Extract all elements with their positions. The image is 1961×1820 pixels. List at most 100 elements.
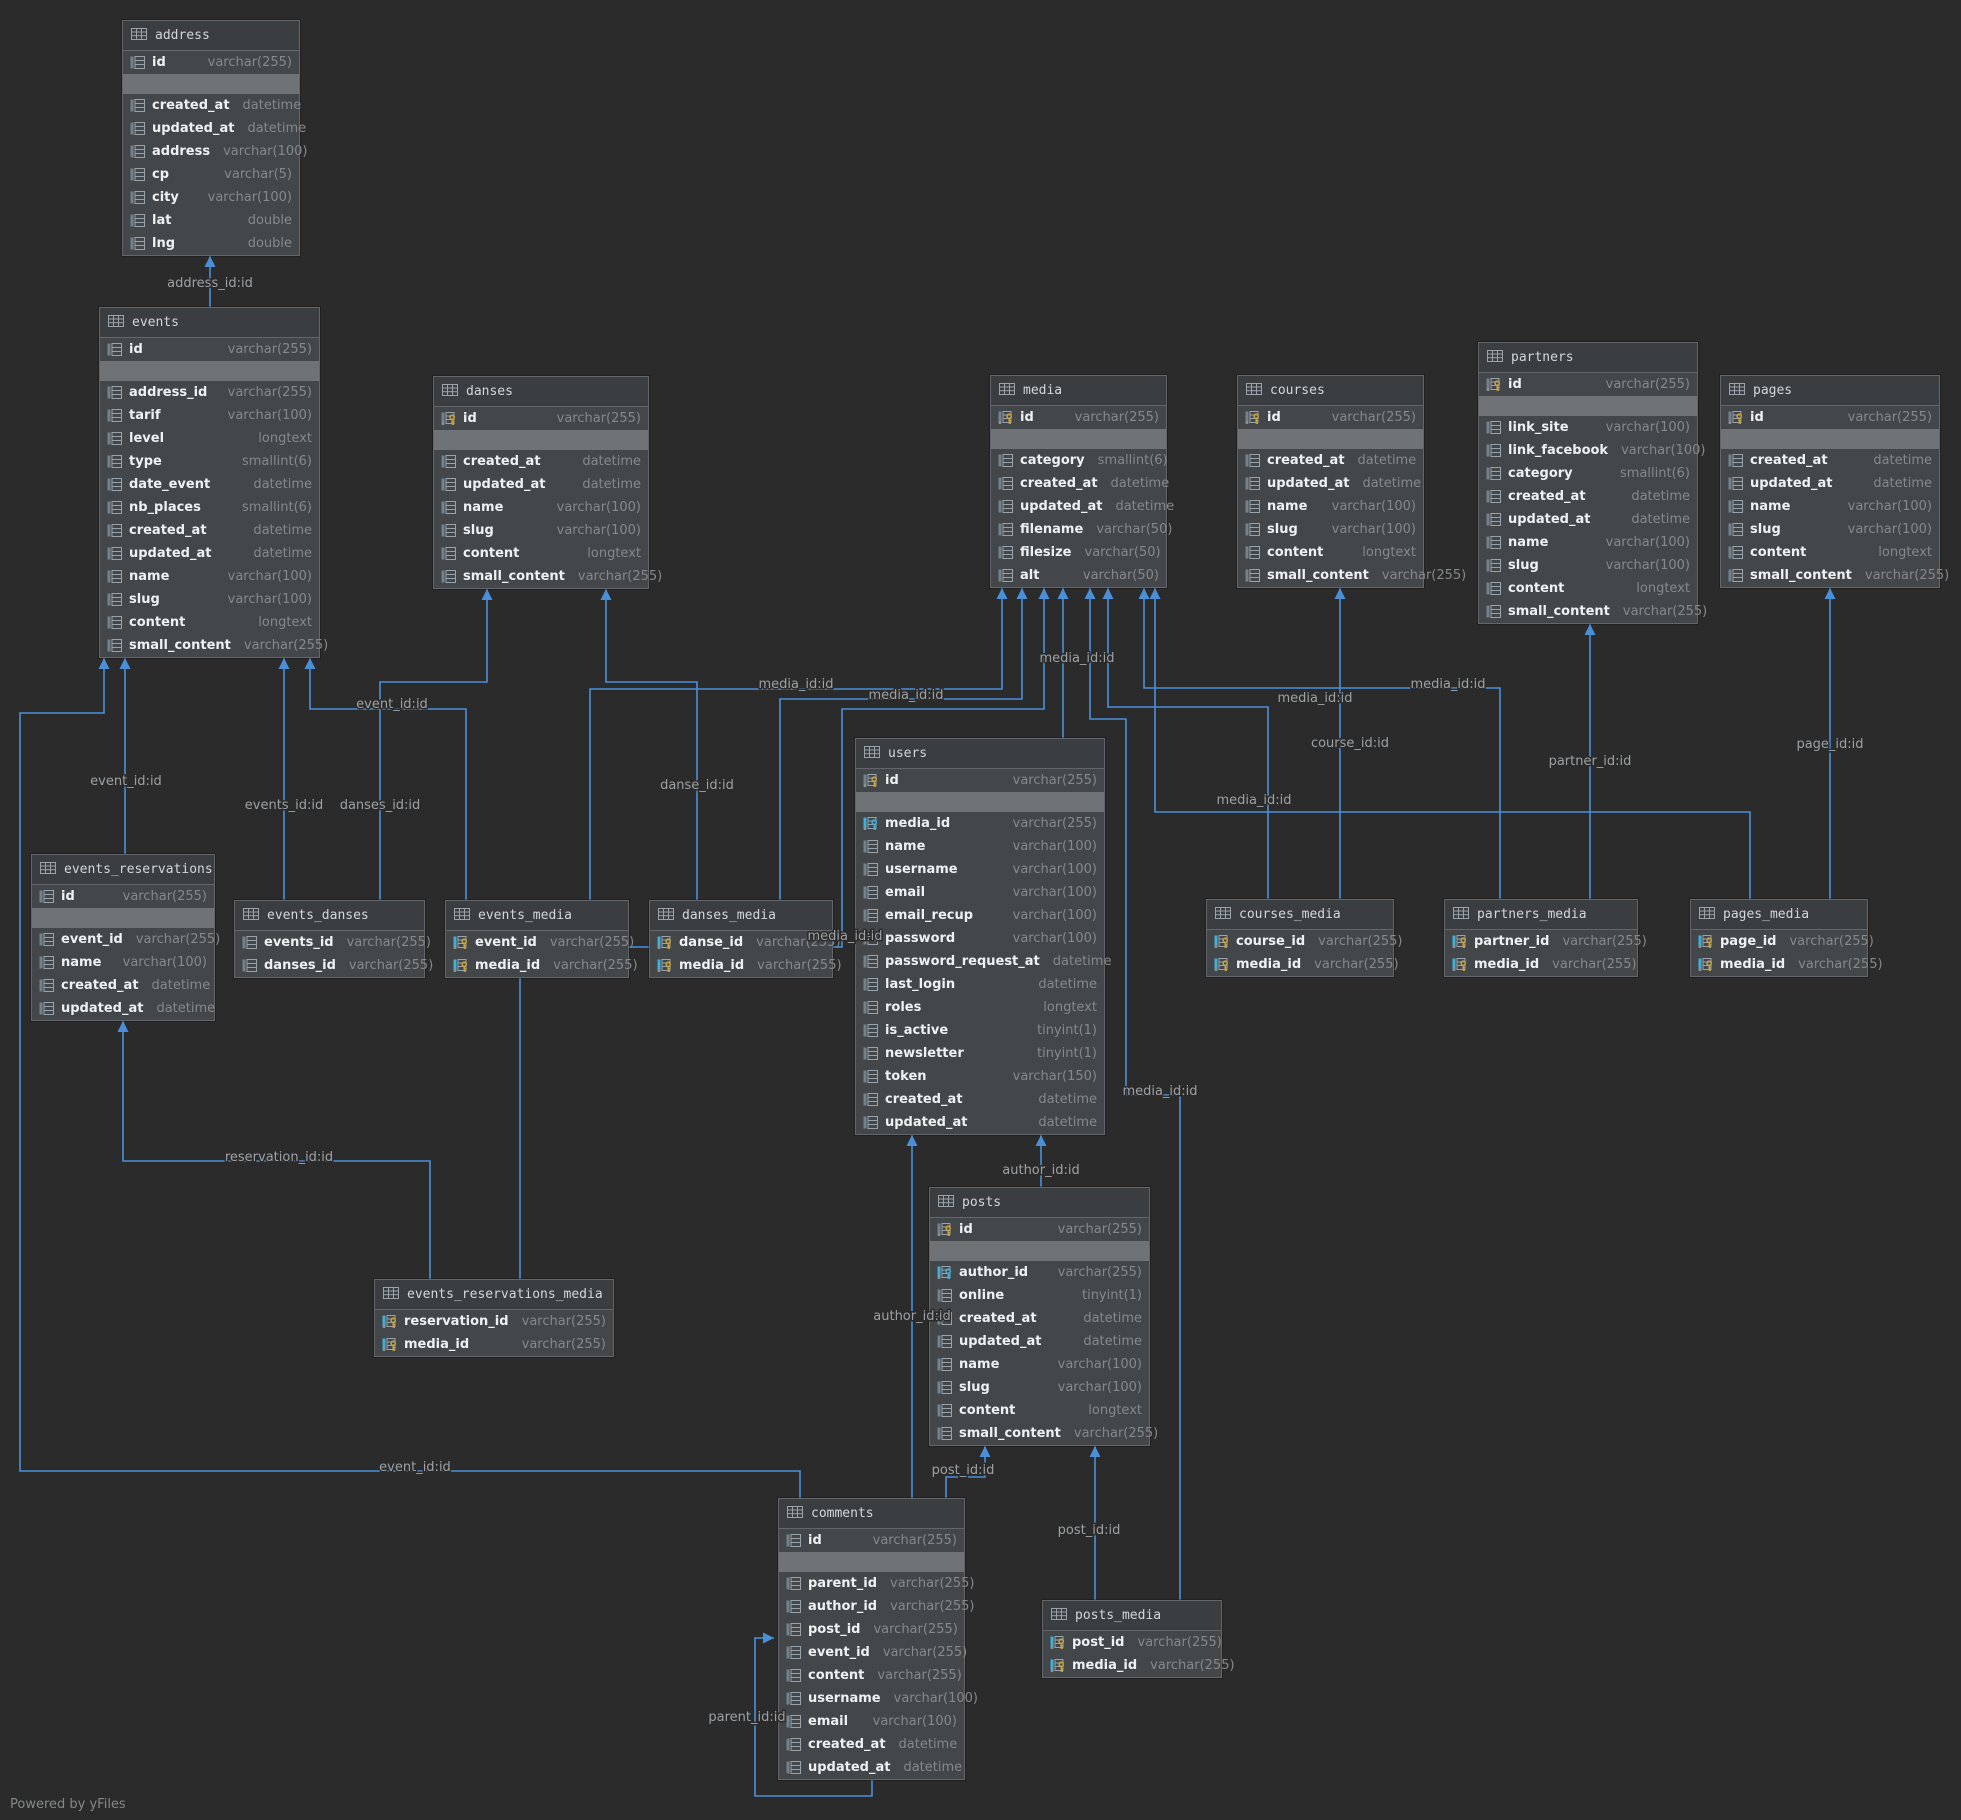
column-name: slug bbox=[129, 592, 160, 607]
table-header[interactable]: media bbox=[991, 376, 1166, 406]
column-icon bbox=[1245, 499, 1262, 514]
column-name: author_id bbox=[808, 1599, 878, 1614]
column-type: datetime bbox=[1052, 954, 1112, 969]
column-icon bbox=[1245, 476, 1262, 491]
table-header[interactable]: partners bbox=[1479, 343, 1697, 373]
column-name: event_id bbox=[808, 1645, 870, 1660]
table-header[interactable]: courses_media bbox=[1207, 900, 1393, 930]
primary-foreign-key-icon bbox=[1214, 957, 1231, 972]
table-header[interactable]: events_danses bbox=[235, 901, 424, 931]
table-header[interactable]: users bbox=[856, 739, 1104, 769]
column-name: media_id bbox=[475, 958, 541, 973]
column-icon bbox=[937, 1380, 954, 1395]
column-icon bbox=[786, 1533, 803, 1548]
primary-foreign-key-icon bbox=[1452, 957, 1469, 972]
column-icon bbox=[107, 546, 124, 561]
table-header[interactable]: danses_media bbox=[650, 901, 832, 931]
column-type: longtext bbox=[258, 615, 312, 630]
table-header[interactable]: posts_media bbox=[1043, 1601, 1221, 1631]
column-type: datetime bbox=[903, 1760, 963, 1775]
column-type: varchar(255) bbox=[227, 385, 312, 400]
table-header[interactable]: events_media bbox=[446, 901, 628, 931]
column-type: longtext bbox=[1088, 1403, 1142, 1418]
column-type: varchar(100) bbox=[122, 955, 207, 970]
column-type: datetime bbox=[1631, 512, 1690, 527]
table-header[interactable]: events bbox=[100, 308, 319, 338]
column-name: reservation_id bbox=[404, 1314, 509, 1329]
column-icon bbox=[39, 889, 56, 904]
column-type: varchar(255) bbox=[1314, 957, 1399, 972]
column-name: lng bbox=[152, 236, 176, 251]
column-type: varchar(100) bbox=[1057, 1357, 1142, 1372]
column-name: name bbox=[959, 1357, 1000, 1372]
column-name: created_at bbox=[1020, 476, 1098, 491]
table-header[interactable]: pages_media bbox=[1691, 900, 1867, 930]
column-type: varchar(255) bbox=[227, 342, 312, 357]
table-header[interactable]: address bbox=[123, 21, 299, 51]
column-type: varchar(255) bbox=[1150, 1658, 1235, 1673]
column-icon bbox=[107, 500, 124, 515]
column-type: varchar(255) bbox=[890, 1576, 975, 1591]
column-name: link_site bbox=[1508, 420, 1569, 435]
column-type: datetime bbox=[156, 1001, 216, 1016]
column-type: varchar(100) bbox=[1012, 839, 1097, 854]
table-header[interactable]: danses bbox=[434, 377, 648, 407]
table-header[interactable]: pages bbox=[1721, 376, 1939, 406]
column-type: datetime bbox=[582, 454, 641, 469]
column-icon bbox=[937, 1357, 954, 1372]
column-name: created_at bbox=[61, 978, 139, 993]
table-header[interactable]: events_reservations_media bbox=[375, 1280, 613, 1310]
table-header[interactable]: courses bbox=[1238, 376, 1423, 406]
column-name: id bbox=[1750, 410, 1764, 425]
column-type: varchar(100) bbox=[227, 408, 312, 423]
column-name: updated_at bbox=[808, 1760, 891, 1775]
key-separator bbox=[1721, 429, 1939, 449]
column-type: varchar(255) bbox=[1012, 816, 1097, 831]
column-icon bbox=[863, 1023, 880, 1038]
table-header[interactable]: posts bbox=[930, 1188, 1149, 1218]
column-icon bbox=[863, 954, 880, 969]
column-icon bbox=[130, 236, 147, 251]
column-name: small_content bbox=[1750, 568, 1852, 583]
column-icon bbox=[998, 476, 1015, 491]
column-name: media_id bbox=[1720, 957, 1786, 972]
column-icon bbox=[1486, 466, 1503, 481]
column-name: is_active bbox=[885, 1023, 949, 1038]
column-type: varchar(100) bbox=[1331, 522, 1416, 537]
table-title: partners bbox=[1511, 350, 1574, 365]
table-header[interactable]: partners_media bbox=[1445, 900, 1637, 930]
table-header[interactable]: comments bbox=[779, 1499, 964, 1529]
column-type: varchar(255) bbox=[1012, 773, 1097, 788]
column-type: datetime bbox=[1357, 453, 1417, 468]
table-header[interactable]: events_reservations bbox=[32, 855, 214, 885]
column-type: longtext bbox=[1043, 1000, 1097, 1015]
